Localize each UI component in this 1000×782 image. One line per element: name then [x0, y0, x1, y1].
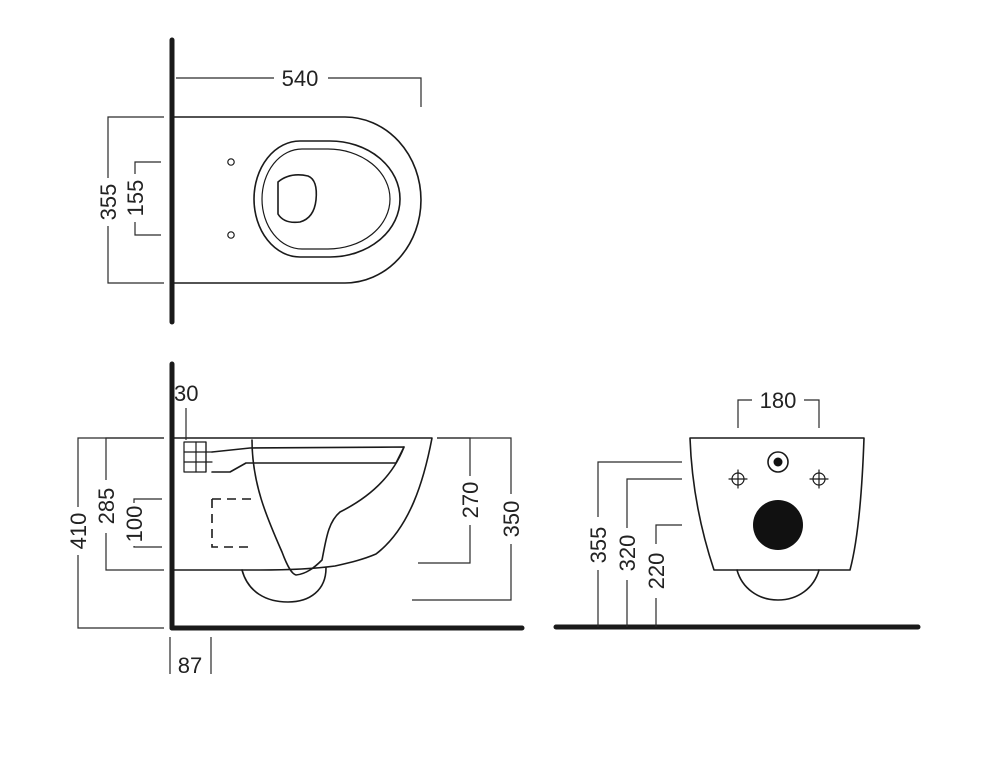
dim-270-label: 270: [458, 482, 483, 519]
front-view-inlet-outer: [767, 451, 789, 473]
side-view: 30 410 285 100 270 350 87: [66, 361, 525, 678]
dim-355-front-label: 355: [586, 527, 611, 564]
top-view-bolt-hole-upper: [227, 158, 235, 166]
top-view: 540 355 155: [96, 37, 422, 325]
top-view-bolt-hole-lower: [227, 231, 235, 239]
dim-30-label: 30: [174, 381, 198, 406]
dim-line-100: [133, 498, 162, 548]
dim-line-355-top: [107, 116, 164, 284]
dim-line-220: [655, 524, 682, 627]
front-view-bolt-left-icon: [728, 469, 748, 489]
dim-line-320: [626, 478, 682, 627]
top-view-seat-outer: [253, 140, 401, 258]
dim-180-label: 180: [760, 388, 797, 413]
front-view-trap-bulge: [736, 569, 820, 601]
dim-220-label: 220: [644, 553, 669, 590]
dim-100-label: 100: [122, 506, 147, 543]
front-view: 180 355 320 220: [553, 388, 921, 630]
top-view-seat-inner: [261, 148, 391, 250]
dim-87-label: 87: [178, 653, 202, 678]
dim-line-285: [105, 437, 164, 571]
side-view-rim: [211, 446, 405, 473]
top-view-bowl-opening: [277, 174, 318, 224]
side-view-trap-bulge: [241, 567, 327, 603]
front-view-bolt-right-icon: [809, 469, 829, 489]
side-view-bowl-outline: [171, 437, 433, 571]
top-view-bowl-outline: [171, 116, 422, 284]
dim-320-label: 320: [615, 535, 640, 572]
front-view-outlet: [753, 500, 803, 550]
dim-540-label: 540: [282, 66, 319, 91]
side-view-bowl-interior: [251, 439, 405, 576]
dim-line-350: [412, 437, 512, 601]
front-view-inlet-inner: [773, 457, 783, 467]
dim-line-540: [176, 77, 422, 107]
dim-350-label: 350: [499, 501, 524, 538]
front-view-bowl-outline: [689, 437, 865, 571]
dim-line-180: [737, 399, 820, 428]
dim-155-label: 155: [123, 180, 148, 217]
side-view-outlet-dashed: [211, 498, 252, 548]
dim-line-355-front: [597, 461, 682, 627]
dim-line-155: [134, 161, 161, 236]
side-view-bracket: [183, 441, 207, 473]
dim-line-87: [169, 637, 212, 674]
dim-285-label: 285: [94, 488, 119, 525]
dim-355-top-label: 355: [96, 184, 121, 221]
dim-410-label: 410: [66, 513, 91, 550]
